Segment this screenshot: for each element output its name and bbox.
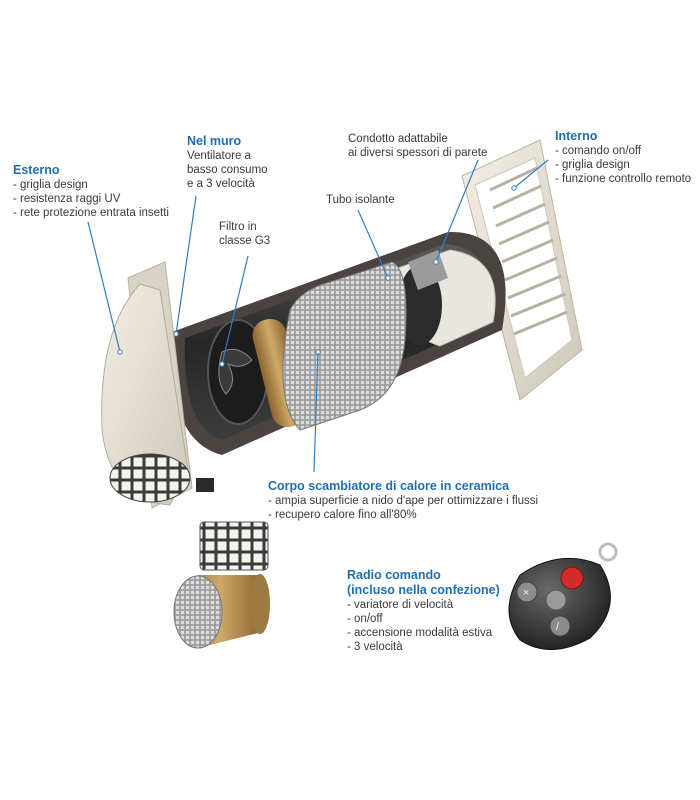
power-button xyxy=(560,566,584,590)
remote-control: × / xyxy=(508,542,618,650)
callout-line: basso consumo xyxy=(187,164,268,176)
callout-interno: Interno comando on/off griglia design fu… xyxy=(555,129,691,186)
exterior-hood xyxy=(101,261,214,509)
svg-text:×: × xyxy=(523,587,529,599)
callout-line: ai diversi spessori di parete xyxy=(348,147,488,159)
callout-line: Ventilatore a xyxy=(187,150,251,162)
ventilation-unit xyxy=(101,139,583,509)
callout-line: Condotto adattabile xyxy=(348,133,448,145)
exchanger-insert-illustration xyxy=(173,521,270,649)
callout-corpo: Corpo scambiatore di calore in ceramica … xyxy=(268,479,538,522)
callout-radio-item: variatore di velocità xyxy=(347,598,500,612)
callout-interno-item: funzione controllo remoto xyxy=(555,172,691,186)
callout-esterno-item: rete protezione entrata insetti xyxy=(13,206,169,220)
callout-esterno: Esterno griglia design resistenza raggi … xyxy=(13,163,169,220)
callout-tubo: Tubo isolante xyxy=(326,193,395,207)
callout-line: classe G3 xyxy=(219,235,271,247)
callout-esterno-title: Esterno xyxy=(13,163,60,177)
callout-esterno-item: resistenza raggi UV xyxy=(13,192,169,206)
callout-line: e a 3 velocità xyxy=(187,178,255,190)
callout-condotto: Condotto adattabile ai diversi spessori … xyxy=(348,132,487,160)
callout-corpo-title: Corpo scambiatore di calore in ceramica xyxy=(268,479,510,493)
callout-esterno-item: griglia design xyxy=(13,178,169,192)
callout-nel-muro-title: Nel muro xyxy=(187,134,242,148)
callout-corpo-item: ampia superficie a nido d'ape per ottimi… xyxy=(268,494,538,508)
callout-filtro: Filtro in classe G3 xyxy=(219,220,270,248)
callout-interno-item: comando on/off xyxy=(555,144,691,158)
callout-radio-item: on/off xyxy=(347,612,500,626)
callout-radio: Radio comando (incluso nella confezione)… xyxy=(347,568,500,654)
plus-button xyxy=(516,581,538,603)
callout-radio-subtitle: (incluso nella confezione) xyxy=(347,583,500,597)
minus-button xyxy=(549,615,571,637)
callout-line: Tubo isolante xyxy=(326,194,395,206)
callout-interno-item: griglia design xyxy=(555,158,691,172)
callout-radio-item: 3 velocità xyxy=(347,640,500,654)
callout-corpo-item: recupero calore fino all'80% xyxy=(268,508,538,522)
adaptable-duct xyxy=(396,249,496,347)
callout-interno-title: Interno xyxy=(555,129,598,143)
leader-dots xyxy=(117,185,517,367)
callout-radio-item: accensione modalità estiva xyxy=(347,626,500,640)
ceramic-exchanger xyxy=(282,261,407,431)
interior-panel xyxy=(461,139,583,401)
callout-nel-muro: Nel muro Ventilatore a basso consumo e a… xyxy=(187,134,268,191)
leader-lines xyxy=(87,159,549,473)
callout-radio-title: Radio comando xyxy=(347,568,441,582)
svg-text:/: / xyxy=(556,621,560,633)
callout-line: Filtro in xyxy=(219,221,257,233)
